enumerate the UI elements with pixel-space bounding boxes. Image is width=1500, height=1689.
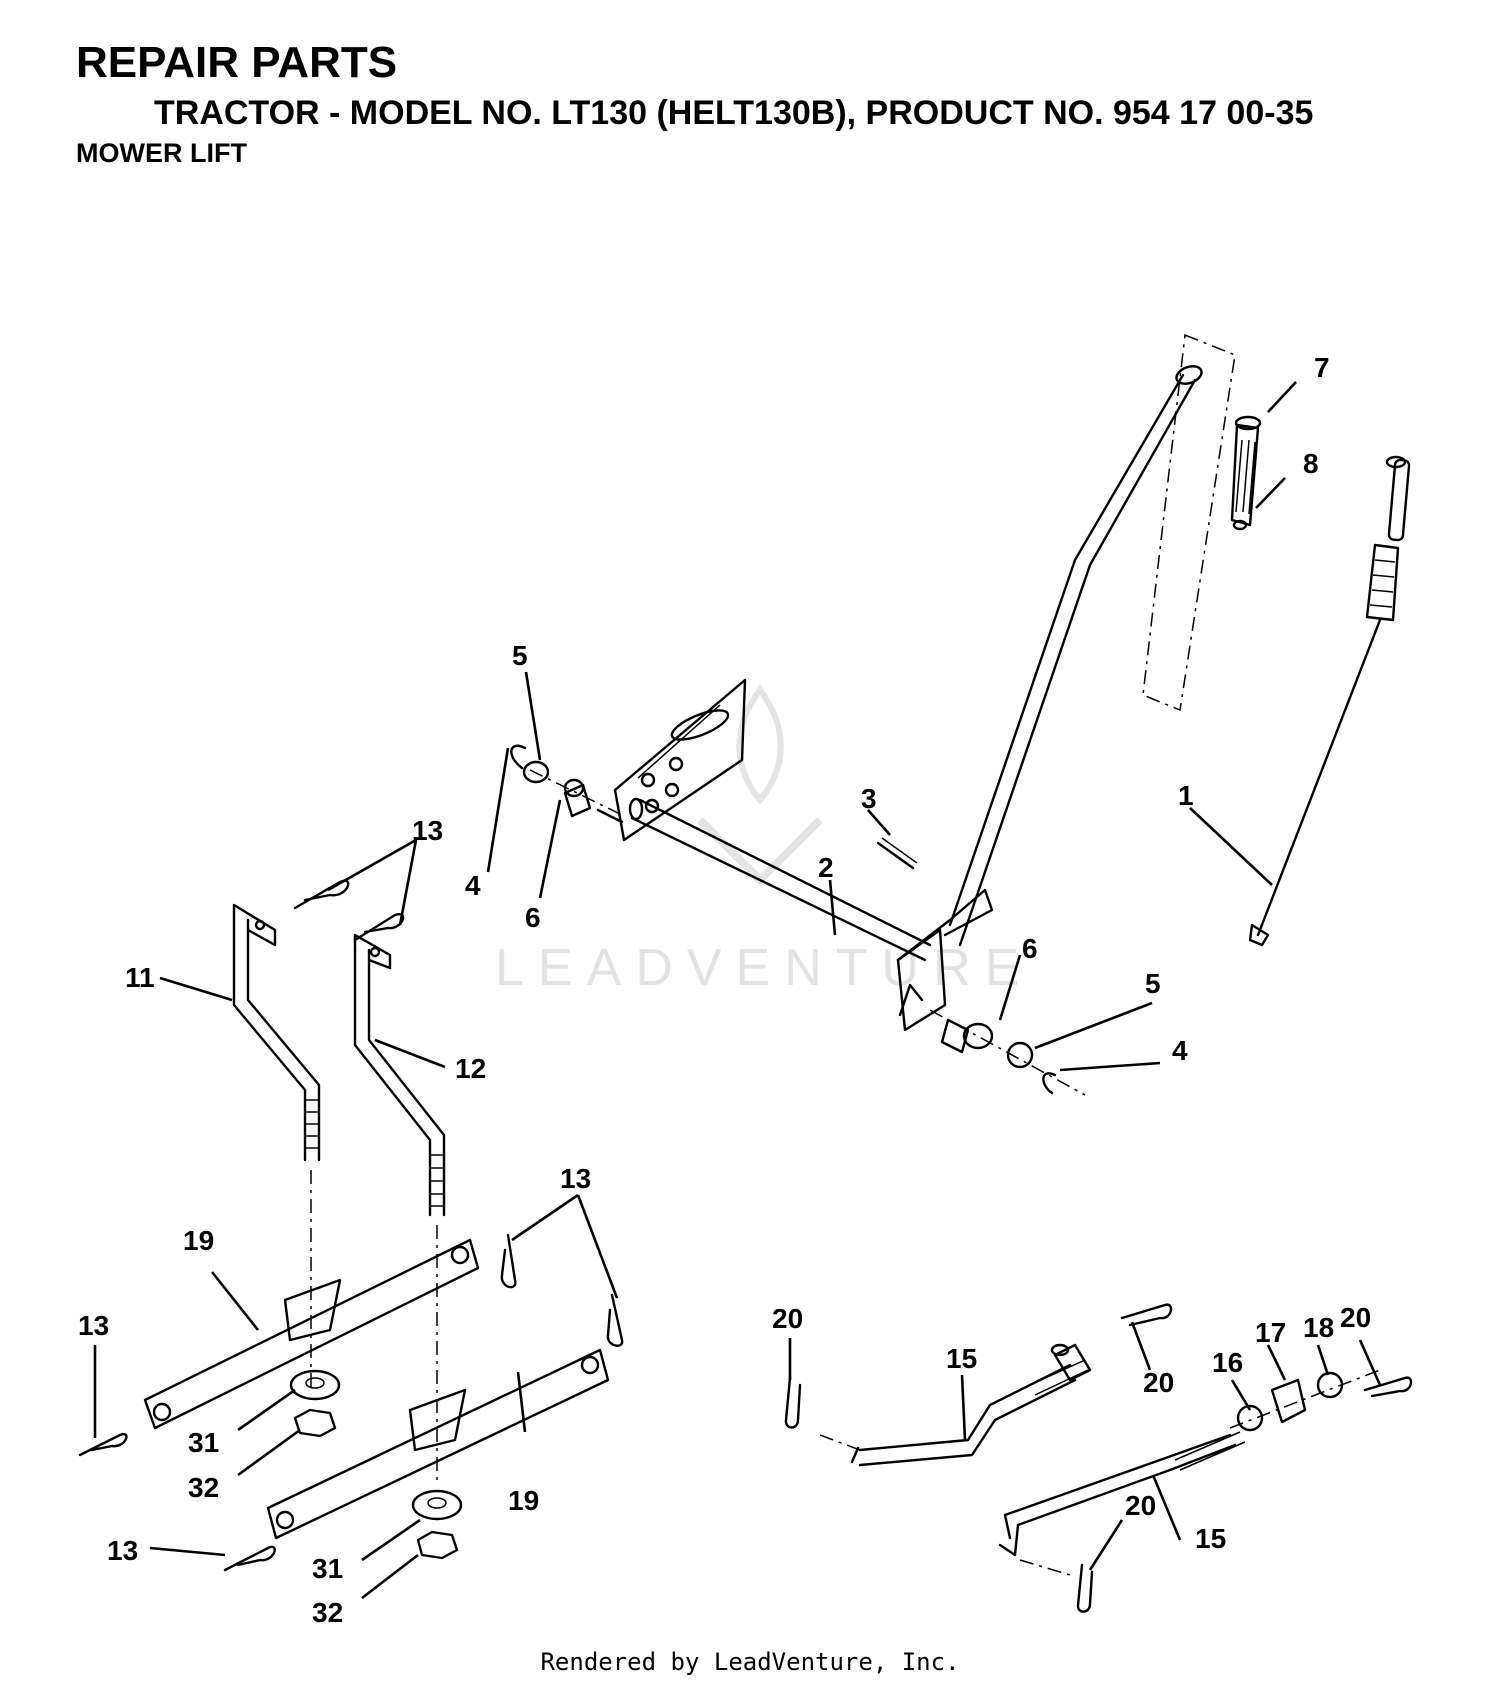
callout-20-lower: 20	[1125, 1490, 1156, 1521]
cotter-pin-4	[1076, 1563, 1094, 1613]
callout-5-right: 5	[1145, 968, 1161, 999]
callout-13-bottom: 13	[107, 1535, 138, 1566]
handle-grip	[1230, 415, 1262, 531]
callout-15-upper: 15	[946, 1343, 977, 1374]
cotter-pin-2	[1120, 1303, 1173, 1327]
mounting-plate	[613, 678, 747, 842]
callout-19-lower: 19	[508, 1485, 539, 1516]
lift-bar-lower	[266, 1348, 610, 1540]
watermark: LEADVENTURE	[495, 684, 1033, 997]
page-title: REPAIR PARTS	[76, 38, 398, 87]
trunnion-upper	[1050, 1343, 1092, 1382]
callout-18: 18	[1303, 1312, 1334, 1343]
lift-link-left	[232, 903, 321, 1162]
lift-bar-upper	[143, 1238, 480, 1430]
callout-13-left: 13	[78, 1310, 109, 1341]
bushing-upper	[289, 1369, 341, 1401]
lift-spring-assembly	[1248, 455, 1411, 947]
callout-32-lower: 32	[312, 1597, 343, 1628]
callout-5-left: 5	[512, 640, 528, 671]
watermark-v-icon	[697, 817, 823, 886]
centerline-rod-lower	[1019, 1559, 1071, 1576]
nut-upper	[293, 1408, 337, 1438]
callout-12: 12	[455, 1053, 486, 1084]
callout-32-upper: 32	[188, 1472, 219, 1503]
callout-15-lower: 15	[1195, 1523, 1226, 1554]
callout-11: 11	[125, 962, 155, 993]
hair-pin-top-1	[293, 879, 350, 910]
callout-4-left: 4	[465, 870, 481, 901]
callout-20-upper: 20	[1143, 1367, 1174, 1398]
callout-19-upper: 19	[183, 1225, 214, 1256]
callout-labels: 1 2 3 4 4 5 5 6 6 7 8 11 12 13 13 13 13 …	[78, 352, 1371, 1628]
cotter-pin-1	[784, 1376, 802, 1429]
callout-4-right: 4	[1172, 1035, 1188, 1066]
callout-6-right: 6	[1022, 933, 1038, 964]
lift-link-right	[353, 933, 446, 1217]
leader-lines	[93, 381, 1382, 1600]
lift-arm	[896, 365, 1203, 1032]
footer-credit: Rendered by LeadVenture, Inc.	[540, 1648, 960, 1676]
callout-6-left: 6	[525, 902, 541, 933]
page-subtitle: TRACTOR - MODEL NO. LT130 (HELT130B), PR…	[154, 94, 1314, 132]
trunnion-hardware	[1229, 1369, 1381, 1432]
roll-pin	[876, 837, 918, 870]
hair-pin-right-2	[606, 1293, 624, 1347]
shaft-hardware-right	[929, 1009, 1086, 1096]
callout-3: 3	[861, 783, 877, 814]
shaft-hardware-left	[510, 744, 623, 818]
callout-31-lower: 31	[312, 1553, 343, 1584]
section-title: MOWER LIFT	[76, 138, 247, 168]
bushing-lower	[411, 1489, 463, 1521]
hair-pin-left-1	[78, 1432, 128, 1457]
watermark-flame-icon	[736, 684, 784, 805]
hair-pin-right-1	[500, 1233, 517, 1289]
callout-13-right: 13	[560, 1163, 591, 1194]
phantom-handle-outline	[1142, 333, 1236, 712]
link-rod-upper	[850, 1359, 1089, 1467]
lift-shaft	[596, 797, 932, 962]
callout-7: 7	[1314, 352, 1330, 383]
nut-lower	[416, 1530, 459, 1560]
link-rod-lower	[998, 1431, 1246, 1557]
callout-13-top: 13	[412, 815, 443, 846]
callout-1: 1	[1178, 780, 1194, 811]
callout-2: 2	[818, 852, 834, 883]
callout-31-upper: 31	[188, 1427, 219, 1458]
hair-pin-left-2	[223, 1545, 276, 1572]
cotter-pin-3	[1363, 1376, 1413, 1398]
hair-pin-top-2	[353, 913, 405, 942]
callout-17: 17	[1255, 1317, 1286, 1348]
callout-8: 8	[1303, 448, 1319, 479]
callout-20-left: 20	[772, 1303, 803, 1334]
centerline-rod-upper	[819, 1434, 861, 1451]
callout-20-right: 20	[1340, 1302, 1371, 1333]
watermark-text: LEADVENTURE	[495, 939, 1033, 997]
callout-16: 16	[1212, 1347, 1243, 1378]
